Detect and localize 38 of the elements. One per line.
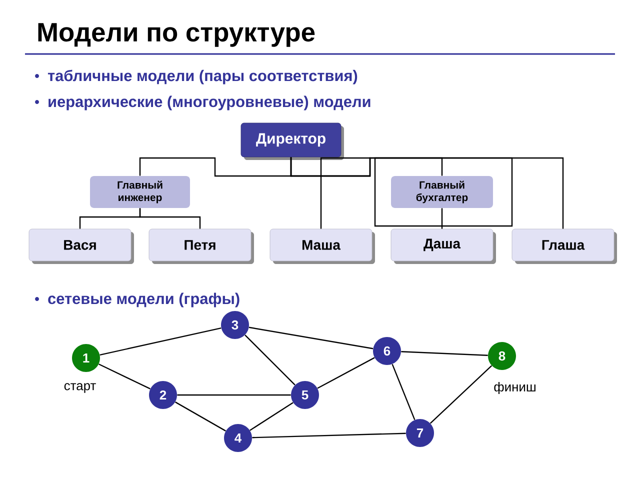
employee-box: Маша — [270, 228, 375, 264]
connector-line — [290, 157, 564, 229]
connector-line — [98, 364, 150, 390]
slide-title: Модели по структуре — [38, 23, 315, 47]
vertex-caption: старт — [64, 383, 96, 393]
connector-line — [175, 402, 226, 432]
employee-box: Петя — [148, 228, 254, 264]
connector-line — [441, 208, 443, 229]
connector-line — [100, 327, 222, 356]
position-box: Главный бухгалтер — [391, 176, 493, 208]
connector-line — [250, 402, 294, 431]
graph-vertex: 7 — [406, 419, 434, 447]
graph-vertex: 5 — [291, 381, 319, 409]
graph-vertex: 1 — [72, 344, 100, 372]
bullet-item: сетевые модели (графы) — [48, 292, 240, 308]
connector-line — [139, 157, 292, 177]
director-box: Директор — [240, 122, 344, 160]
employee-box: Даша — [390, 228, 496, 264]
connector-line — [177, 394, 291, 396]
graph-vertex: 6 — [373, 337, 401, 365]
graph-vertex: 3 — [221, 311, 249, 339]
graph-vertex: 4 — [224, 424, 252, 452]
connector-line — [317, 357, 375, 389]
connector-line — [392, 364, 416, 420]
bullet-item: иерархические (многоуровневые) модели — [48, 96, 370, 110]
vertex-caption: финиш — [494, 382, 536, 394]
graph-vertex: 8 — [488, 342, 516, 370]
employee-box: Вася — [28, 228, 134, 264]
employee-box: Глаша — [512, 228, 617, 264]
connector-line — [248, 326, 374, 350]
graph-vertex: 2 — [149, 381, 177, 409]
position-box: Главный инженер — [90, 176, 190, 208]
connector-line — [252, 432, 406, 438]
connector-line — [430, 365, 492, 424]
connector-line — [244, 334, 296, 386]
connector-line — [139, 208, 201, 229]
bullet-item: табличные модели (пары соответствия) — [48, 70, 358, 84]
connector-line — [401, 351, 488, 356]
